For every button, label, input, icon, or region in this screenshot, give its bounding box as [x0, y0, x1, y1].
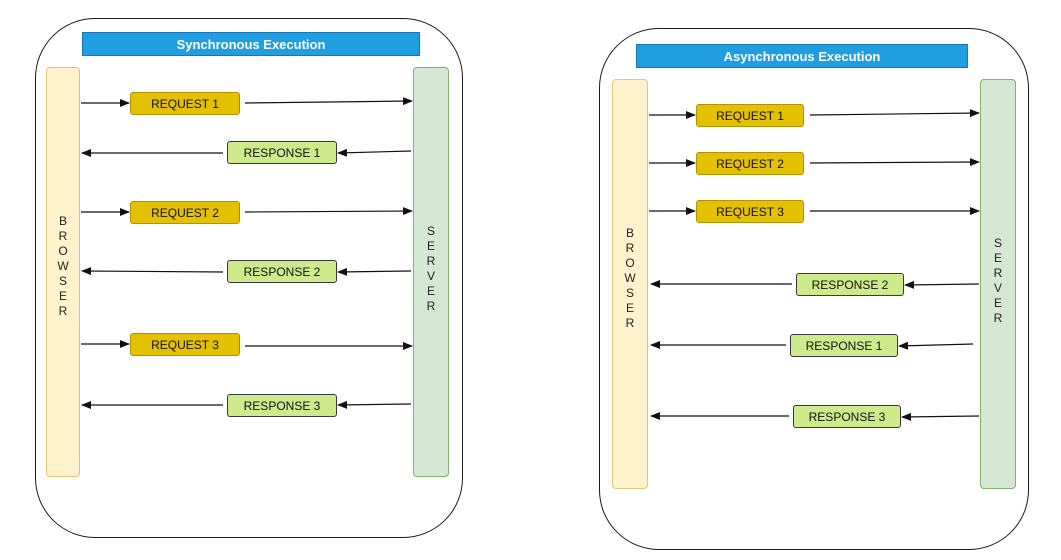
- async-response-2-arrow-in: [904, 280, 980, 289]
- async-request-2-box: REQUEST 2: [696, 152, 804, 175]
- async-title: Asynchronous Execution: [636, 44, 968, 68]
- async-request-3-box: REQUEST 3: [696, 200, 804, 223]
- async-response-3-arrow-in: [901, 412, 980, 421]
- async-response-1-arrow-in: [898, 341, 974, 350]
- sync-response-2-arrow-in: [337, 267, 412, 276]
- async-browser-lane: B R O W S E R: [612, 79, 648, 489]
- sync-request-2-box: REQUEST 2: [130, 201, 240, 224]
- async-response-3-box: RESPONSE 3: [793, 405, 901, 428]
- sync-request-1-box: REQUEST 1: [130, 92, 240, 115]
- sync-response-2-box: RESPONSE 2: [227, 260, 337, 283]
- sync-response-3-box: RESPONSE 3: [227, 394, 337, 417]
- async-server-label: S E R V E R: [993, 236, 1003, 325]
- async-response-2-box: RESPONSE 2: [796, 273, 904, 296]
- sync-request-2-arrow-out: [244, 207, 413, 216]
- async-request-1-arrow-out: [809, 109, 980, 118]
- async-request-1-box: REQUEST 1: [696, 104, 804, 127]
- sync-server-lane: S E R V E R: [413, 67, 449, 477]
- sync-response-2-arrow-out: [81, 267, 224, 276]
- sync-response-3-arrow-in: [337, 400, 412, 409]
- async-response-1-box: RESPONSE 1: [790, 334, 898, 357]
- sync-response-1-box: RESPONSE 1: [227, 141, 337, 164]
- sync-title: Synchronous Execution: [82, 32, 420, 56]
- async-server-lane: S E R V E R: [980, 79, 1016, 489]
- sync-browser-lane: B R O W S E R: [46, 67, 80, 477]
- sync-response-1-arrow-in: [337, 148, 412, 157]
- sync-browser-label: B R O W S E R: [57, 214, 69, 318]
- async-browser-label: B R O W S E R: [624, 226, 636, 330]
- sync-server-label: S E R V E R: [426, 224, 436, 313]
- sync-request-3-box: REQUEST 3: [130, 333, 240, 356]
- async-request-2-arrow-out: [809, 158, 980, 167]
- sync-request-1-arrow-out: [244, 97, 413, 106]
